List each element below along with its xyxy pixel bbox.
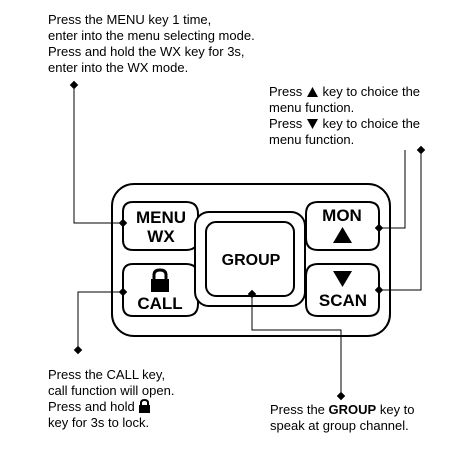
menu-leader-line bbox=[73, 85, 123, 224]
call-key-label: CALL bbox=[137, 294, 182, 313]
triangle-down-icon bbox=[306, 119, 318, 129]
menu-note-line-1: Press the MENU key 1 time, bbox=[48, 12, 212, 27]
group-note-key: GROUP bbox=[328, 402, 377, 417]
padlock-icon bbox=[151, 268, 169, 292]
mon-key-diamond bbox=[374, 223, 384, 233]
scan-key-label: SCAN bbox=[319, 291, 367, 310]
group-note-rest: key to bbox=[379, 402, 415, 417]
mon-key-shape bbox=[305, 201, 380, 251]
call-leader-diamond bbox=[73, 345, 83, 355]
padlock-icon bbox=[139, 399, 151, 413]
updown-note-line-1: Press key to choice the bbox=[269, 84, 420, 100]
menu-leader-diamond bbox=[69, 80, 79, 90]
group-key-diamond bbox=[247, 289, 257, 299]
call-note: Press the CALL key, call function will o… bbox=[48, 367, 174, 431]
triangle-up-icon bbox=[333, 227, 352, 243]
updown-note: Press key to choice the menu function. P… bbox=[269, 84, 420, 148]
mon-leader-line bbox=[379, 150, 406, 229]
group-note-line-2: speak at group channel. bbox=[270, 418, 409, 433]
call-note-line-4: key for 3s to lock. bbox=[48, 415, 150, 430]
group-key-label: GROUP bbox=[222, 252, 281, 269]
menu-note-line-3: Press and hold the WX key for 3s, bbox=[48, 44, 245, 59]
triangle-down-icon bbox=[333, 271, 352, 287]
updown-note-press-2: Press bbox=[269, 116, 303, 131]
group-note-line-1: Press the GROUP key to bbox=[270, 402, 415, 418]
mon-key-label: MON bbox=[322, 206, 362, 225]
scan-key-diamond bbox=[374, 285, 384, 295]
menu-note-line-4: enter into the WX mode. bbox=[48, 60, 189, 75]
scan-leader-line bbox=[379, 150, 422, 291]
menu-key-diamond bbox=[118, 218, 128, 228]
triangle-up-icon bbox=[306, 87, 318, 97]
menu-note-line-2: enter into the menu selecting mode. bbox=[48, 28, 255, 43]
call-leader-line bbox=[77, 291, 123, 350]
menu-key-label: MENU bbox=[136, 208, 186, 227]
updown-note-rest-2: key to choice the bbox=[322, 116, 421, 131]
call-note-press-hold: Press and hold bbox=[48, 399, 135, 414]
updown-note-rest-1: key to choice the bbox=[322, 84, 421, 99]
group-note-press: Press the bbox=[270, 402, 325, 417]
updown-note-line-2: menu function. bbox=[269, 100, 355, 115]
wx-key-label: WX bbox=[147, 227, 175, 246]
call-note-line-2: call function will open. bbox=[48, 383, 175, 398]
call-note-line-3: Press and hold bbox=[48, 399, 174, 415]
group-note: Press the GROUP key to speak at group ch… bbox=[270, 402, 415, 434]
updown-note-press-1: Press bbox=[269, 84, 303, 99]
menu-note: Press the MENU key 1 time, enter into th… bbox=[48, 12, 255, 76]
group-leader-line bbox=[251, 294, 342, 396]
group-leader-diamond bbox=[336, 391, 346, 401]
updown-note-line-3: Press key to choice the bbox=[269, 116, 420, 132]
updown-leader-diamond bbox=[416, 145, 426, 155]
call-note-line-1: Press the CALL key, bbox=[48, 367, 166, 382]
call-key-diamond bbox=[118, 287, 128, 297]
menu-wx-key-shape bbox=[122, 201, 199, 251]
scan-key-shape bbox=[305, 263, 380, 317]
updown-note-line-4: menu function. bbox=[269, 132, 355, 147]
